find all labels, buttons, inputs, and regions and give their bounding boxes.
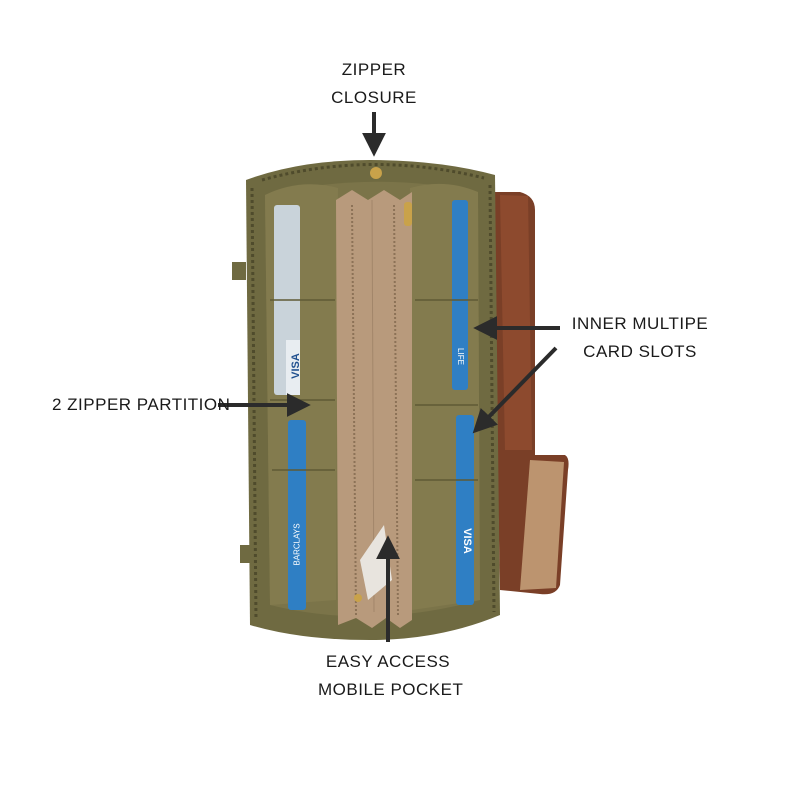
card-brand-barclays: BARCLAYS (292, 523, 302, 566)
callout-mobile-pocket: EASY ACCESS MOBILE POCKET (318, 648, 464, 704)
callout-arrows (218, 112, 560, 642)
callout-mobile-pocket-line1: EASY ACCESS (325, 652, 451, 671)
callout-inner-card-slots-line1: INNER MULTIPE (571, 314, 709, 333)
card-brand-visa-right: VISA (460, 528, 473, 554)
callout-zipper-closure-line2: CLOSURE (331, 88, 417, 107)
wallet-flap (492, 192, 569, 595)
callout-zipper-closure: ZIPPER CLOSURE (324, 56, 424, 112)
card-brand-visa-left: VISA (289, 353, 302, 379)
callout-zipper-partition: 2 ZIPPER PARTITION (52, 395, 231, 414)
right-card-stack (415, 200, 478, 605)
callout-inner-card-slots: INNER MULTIPE CARD SLOTS (560, 310, 720, 366)
arrow-card-slots-bottom (472, 346, 558, 434)
zipper-partitions (336, 167, 412, 628)
callout-mobile-pocket-line2: MOBILE POCKET (318, 680, 464, 699)
card-brand-life: LIFE (455, 348, 465, 365)
callout-inner-card-slots-line2: CARD SLOTS (583, 342, 697, 361)
callout-zipper-closure-line1: ZIPPER (341, 60, 407, 79)
